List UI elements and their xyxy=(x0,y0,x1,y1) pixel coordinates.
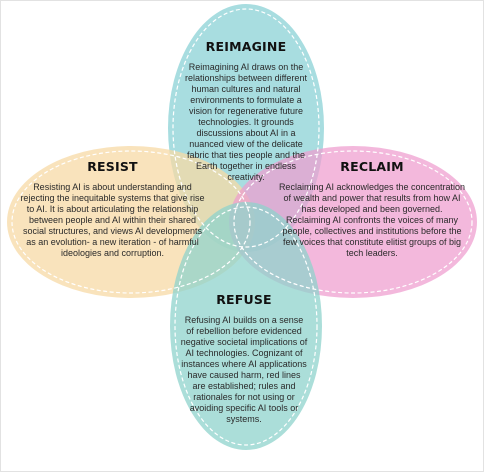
reclaim-section: RECLAIM Reclaiming AI acknowledges the c… xyxy=(278,159,466,259)
refuse-ellipse xyxy=(170,202,322,450)
refuse-outline xyxy=(174,206,318,446)
reimagine-outline xyxy=(172,8,320,248)
reclaim-outline xyxy=(233,150,473,294)
reimagine-description: Reimagining AI draws on the relationship… xyxy=(185,62,307,182)
resist-section: RESIST Resisting AI is about understandi… xyxy=(20,159,205,259)
resist-description: Resisting AI is about understanding and … xyxy=(20,182,205,258)
reimagine-title: REIMAGINE xyxy=(205,39,287,54)
resist-title: RESIST xyxy=(87,159,138,174)
reimagine-section: REIMAGINE Reimagining AI draws on the re… xyxy=(184,39,308,183)
reclaim-description: Reclaiming AI acknowledges the concentra… xyxy=(278,182,466,258)
refuse-description: Refusing AI builds on a sense of rebelli… xyxy=(180,315,308,424)
refuse-title: REFUSE xyxy=(216,292,272,307)
reclaim-title: RECLAIM xyxy=(340,159,404,174)
refuse-section: REFUSE Refusing AI builds on a sense of … xyxy=(180,292,308,425)
resist-outline xyxy=(11,150,251,294)
